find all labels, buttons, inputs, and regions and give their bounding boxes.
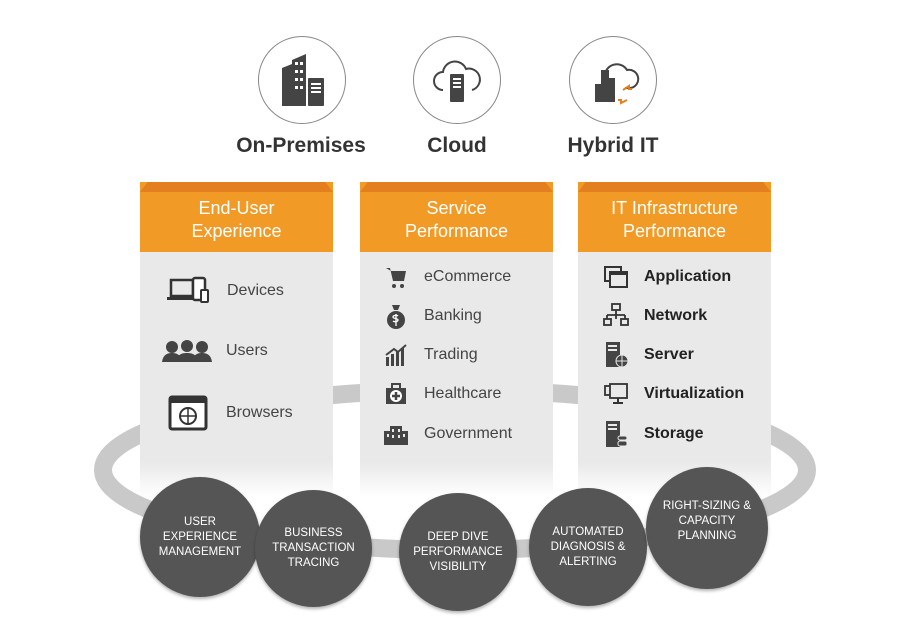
- network-icon: [602, 302, 630, 330]
- deployment-label: Hybrid IT: [567, 134, 659, 157]
- item-label: Network: [644, 307, 708, 324]
- capability-automated-diagnosis-alerting: AUTOMATED DIAGNOSIS & ALERTING: [529, 488, 647, 606]
- list-item: Virtualization: [602, 380, 744, 408]
- list-item: Devices: [165, 276, 284, 305]
- column-title-line: Performance: [622, 221, 727, 241]
- money-bag-icon: [382, 302, 410, 330]
- cart-icon: [382, 263, 410, 291]
- deployment-label: On-Premises: [236, 134, 366, 157]
- list-item: Users: [162, 337, 268, 365]
- capability-text: MANAGEMENT: [158, 545, 242, 558]
- list-item: Government: [382, 420, 512, 448]
- capability-text: DEEP DIVE: [427, 530, 489, 543]
- item-label: Storage: [644, 425, 704, 442]
- item-label: Trading: [424, 346, 478, 363]
- capability-text: TRACING: [287, 557, 340, 569]
- capability-text: BUSINESS: [284, 527, 343, 539]
- item-label: Government: [424, 425, 513, 442]
- list-item: Application: [602, 263, 731, 291]
- capability-business-transaction-tracing: BUSINESS TRANSACTION TRACING: [255, 490, 372, 607]
- server-icon: [602, 341, 630, 369]
- monitor-icon: [602, 380, 630, 408]
- capability-text: EXPERIENCE: [162, 530, 238, 543]
- item-label: Browsers: [226, 404, 293, 421]
- deployment-label: Cloud: [427, 134, 487, 157]
- capability-text: PLANNING: [677, 529, 737, 542]
- storage-icon: [602, 420, 630, 448]
- list-item: Network: [602, 302, 707, 330]
- cloud-icon: [413, 36, 501, 124]
- column-title-line: Experience: [191, 221, 282, 241]
- column-title-line: Service: [426, 198, 487, 218]
- capability-text: ALERTING: [559, 555, 617, 568]
- list-item: Trading: [382, 341, 478, 369]
- list-item: Healthcare: [382, 380, 501, 408]
- item-label: Banking: [424, 307, 482, 324]
- users-icon: [162, 337, 212, 365]
- list-item: Browsers: [166, 395, 293, 431]
- on-premises-icon: [258, 36, 346, 124]
- item-label: Users: [226, 342, 268, 359]
- capability-text: CAPACITY: [678, 514, 736, 527]
- capability-user-experience-management: USER EXPERIENCE MANAGEMENT: [140, 477, 260, 597]
- item-label: Server: [644, 346, 694, 363]
- devices-icon: [165, 276, 211, 305]
- capability-text: AUTOMATED: [552, 525, 624, 538]
- list-item: Server: [602, 341, 694, 369]
- windows-icon: [602, 263, 630, 291]
- item-label: Virtualization: [644, 385, 745, 402]
- item-label: Application: [644, 268, 732, 285]
- item-label: Devices: [227, 282, 284, 299]
- column-title-line: IT Infrastructure: [611, 198, 738, 218]
- medical-kit-icon: [382, 380, 410, 408]
- capability-text: TRANSACTION: [272, 542, 355, 554]
- capability-text: RIGHT-SIZING &: [662, 499, 752, 512]
- column-title-line: Performance: [404, 221, 509, 241]
- item-label: eCommerce: [424, 268, 512, 285]
- government-building-icon: [382, 420, 410, 448]
- list-item: eCommerce: [382, 263, 511, 291]
- capability-text: PERFORMANCE: [413, 545, 503, 558]
- capability-deep-dive-performance-visibility: DEEP DIVE PERFORMANCE VISIBILITY: [399, 493, 517, 611]
- chart-up-icon: [382, 341, 410, 369]
- capability-text: VISIBILITY: [429, 560, 487, 573]
- column-title-line: End-User: [198, 198, 275, 218]
- capability-text: DIAGNOSIS &: [550, 540, 626, 553]
- hybrid-it-icon: [569, 36, 657, 124]
- item-label: Healthcare: [424, 385, 502, 402]
- list-item: Banking: [382, 302, 482, 330]
- list-item: Storage: [602, 420, 704, 448]
- browser-globe-icon: [166, 395, 210, 431]
- capability-text: USER: [184, 515, 216, 528]
- capability-right-sizing-capacity-planning: RIGHT-SIZING & CAPACITY PLANNING: [646, 467, 768, 589]
